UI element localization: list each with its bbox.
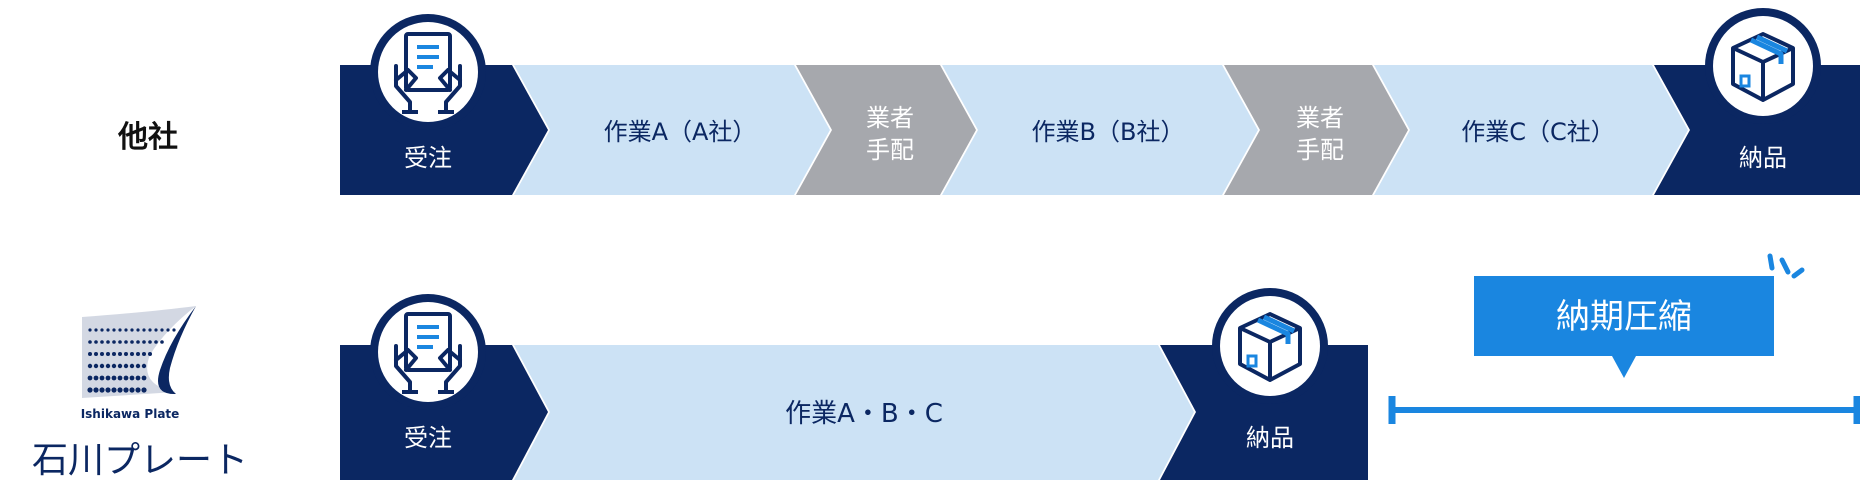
competitor-delivery-label: 納品 [1739, 144, 1787, 172]
competitor-work-b-step [942, 65, 1258, 195]
competitor-work-b-label: 作業B（B社） [1032, 118, 1185, 146]
ishikawa-logo: Ishikawa Plate 石川プレート [32, 306, 248, 480]
competitor-work-c-step [1374, 65, 1688, 195]
competitor-vendor-2-line1: 業者 [1296, 104, 1344, 132]
competitor-vendor-1-line1: 業者 [866, 104, 914, 132]
lead-time-callout: 納期圧縮 [1388, 253, 1860, 424]
ishikawa-row: Ishikawa Plate 石川プレート 受注 作業A・B・C 納品 [32, 288, 1368, 480]
competitor-work-a-label: 作業A（A社） [604, 118, 757, 146]
logo-main-text: 石川プレート [32, 440, 248, 480]
competitor-label: 他社 [117, 120, 178, 155]
callout-box [1474, 276, 1774, 356]
ishikawa-work-abc-step [514, 345, 1194, 480]
competitor-vendor-2-step [1224, 65, 1408, 195]
callout-pointer [1612, 356, 1636, 378]
sparkle-icon [1767, 253, 1805, 279]
package-box-icon [1240, 314, 1300, 380]
logo-mark-icon [82, 306, 196, 398]
ishikawa-order-label: 受注 [404, 424, 452, 452]
competitor-vendor-1-step [796, 65, 976, 195]
logo-sub-text: Ishikawa Plate [81, 407, 180, 421]
competitor-vendor-2-line2: 手配 [1296, 136, 1344, 164]
competitor-work-c-label: 作業C（C社） [1461, 118, 1615, 146]
competitor-order-label: 受注 [404, 144, 452, 172]
package-box-icon [1733, 34, 1793, 100]
ishikawa-delivery-label: 納品 [1246, 424, 1294, 452]
competitor-work-a-step [514, 65, 830, 195]
duration-range-bar [1388, 396, 1860, 424]
callout-label: 納期圧縮 [1556, 297, 1692, 337]
competitor-vendor-1-line2: 手配 [866, 136, 914, 164]
ishikawa-work-abc-label: 作業A・B・C [785, 399, 943, 429]
competitor-row: 他社 受注 作業A（A社） 業者 手配 作業B（B社） 業者 手配 作業C（C社… [117, 8, 1860, 195]
